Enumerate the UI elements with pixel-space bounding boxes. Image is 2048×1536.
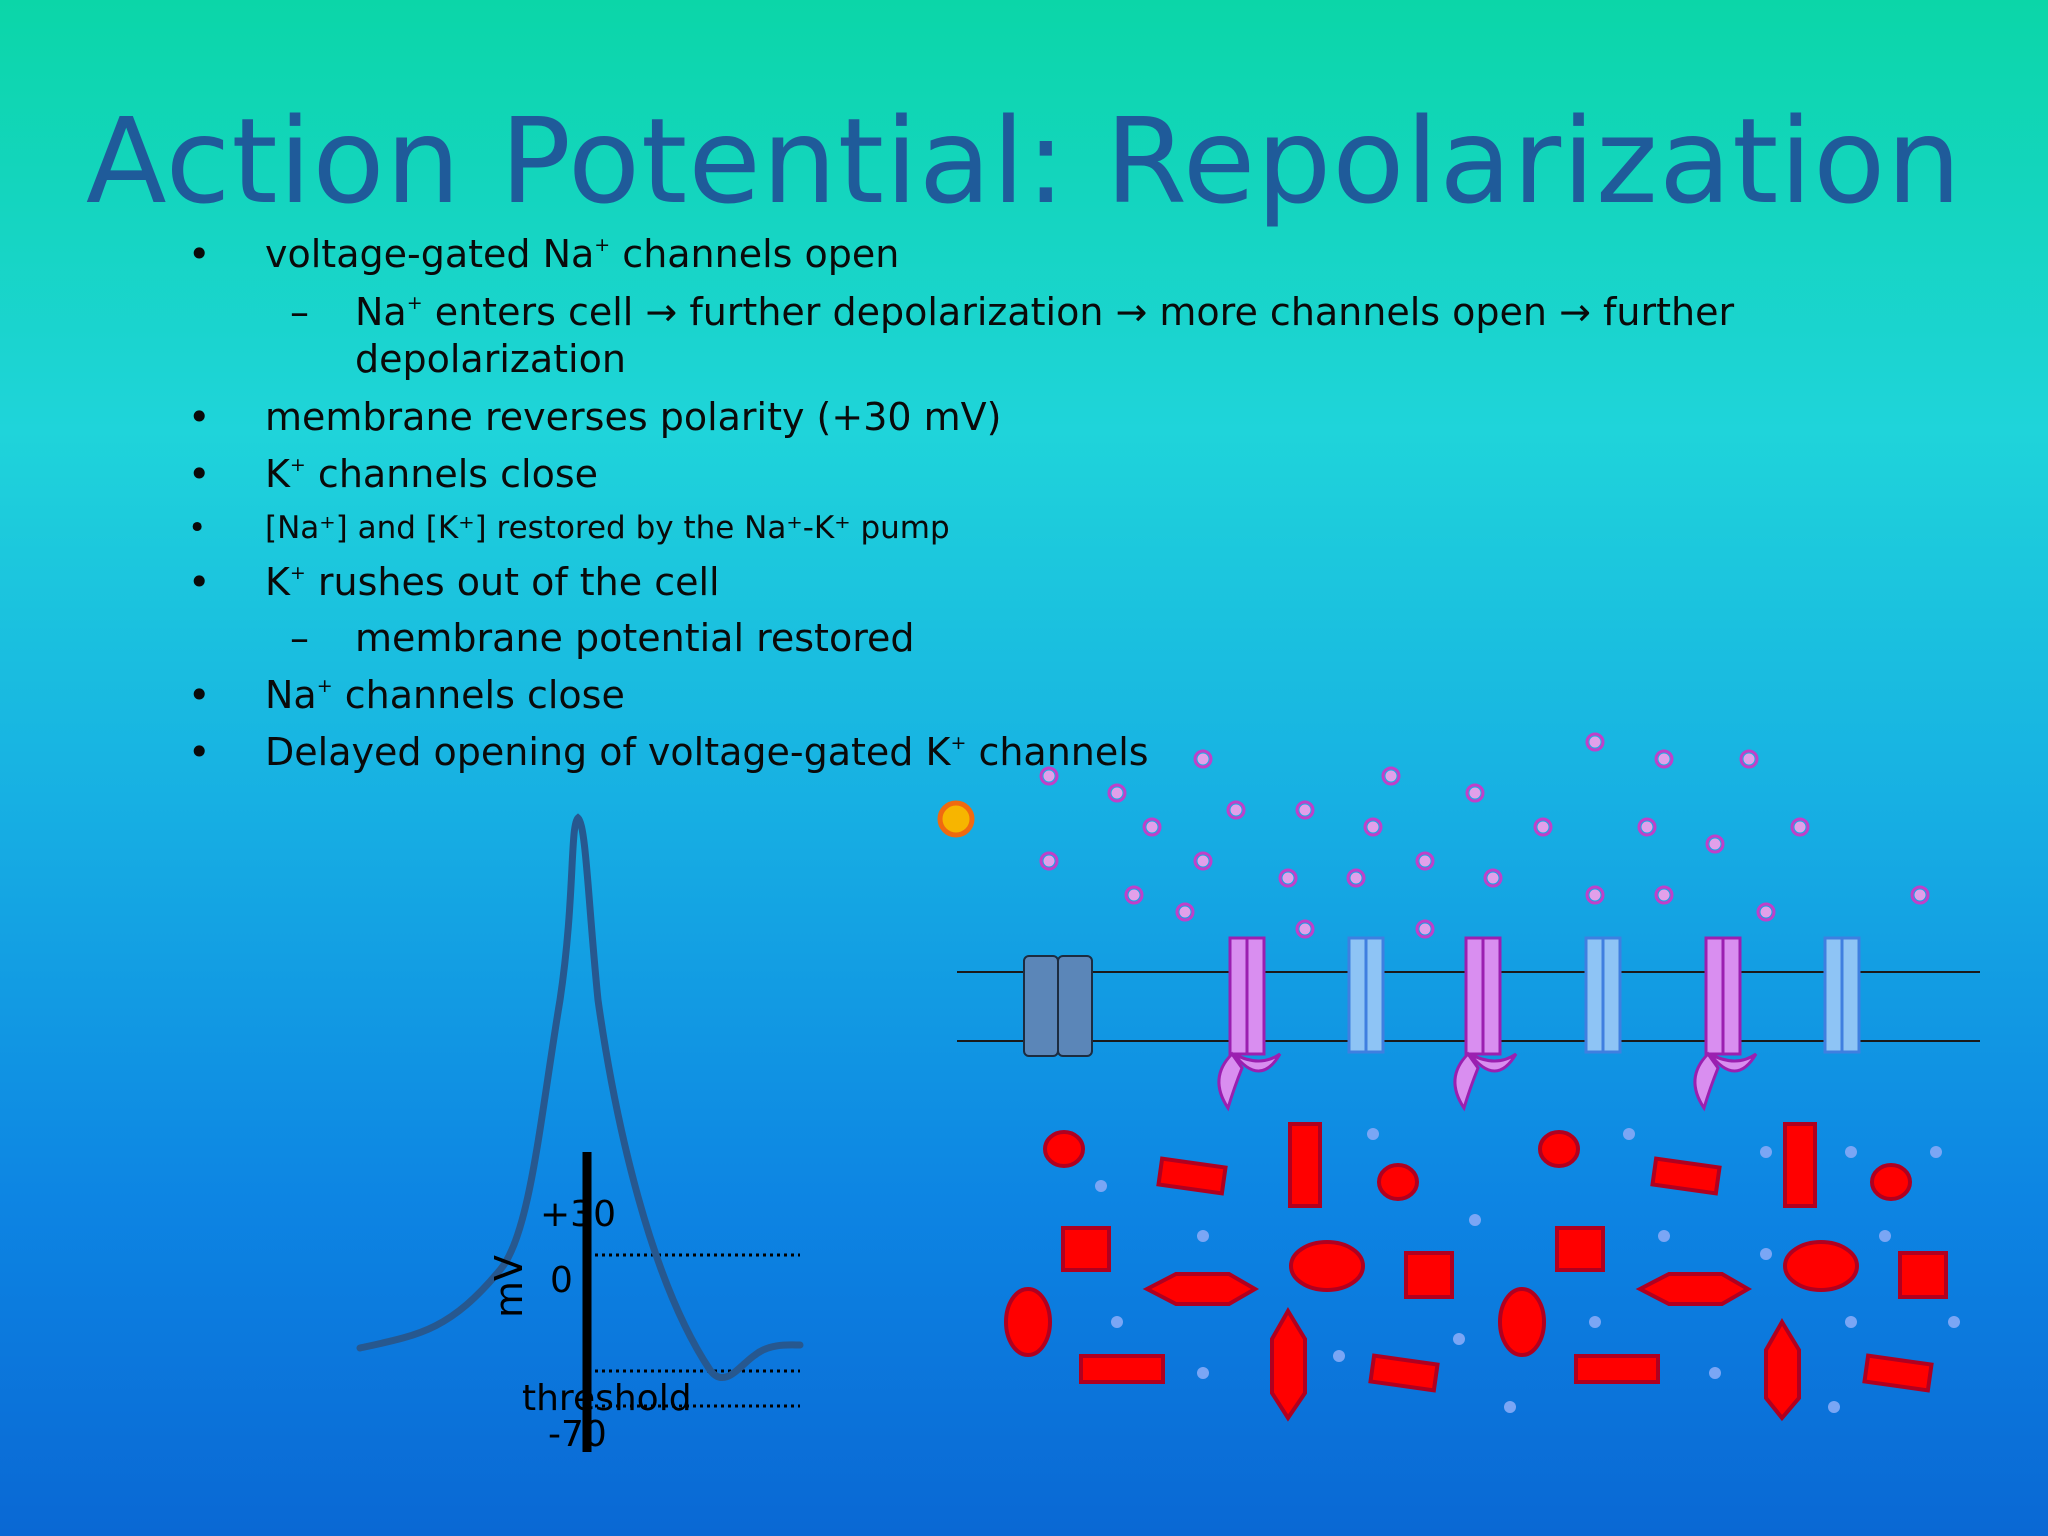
k-ions-intracellular xyxy=(1004,1122,1948,1422)
na-channel xyxy=(1693,936,1758,1112)
bullet-marker: • xyxy=(188,510,207,546)
graph-axis xyxy=(582,1152,800,1452)
na-channel xyxy=(1217,936,1282,1112)
na-k-pump xyxy=(1023,955,1093,1057)
bullet-marker: • xyxy=(188,673,211,717)
bullet-item: voltage-gated Na+ channels open xyxy=(265,232,900,276)
na-channel xyxy=(1453,936,1518,1112)
bullet-marker: • xyxy=(188,730,211,774)
sub-bullet-item: Na+ enters cell → further depolarization… xyxy=(355,290,1735,334)
tick-label-zero: 0 xyxy=(550,1260,573,1301)
bullet-marker: • xyxy=(188,452,211,496)
sub-bullet-item-continued: depolarization xyxy=(355,337,626,381)
bullet-list: • voltage-gated Na+ channels open – Na+ … xyxy=(188,232,1735,774)
bullet-item: [Na⁺] and [K⁺] restored by the Na⁺-K⁺ pu… xyxy=(265,510,950,546)
unit-label: mV xyxy=(487,1255,531,1318)
tick-label-threshold: threshold xyxy=(522,1378,692,1419)
bullet-item: Delayed opening of voltage-gated K+ chan… xyxy=(265,730,1149,774)
bullet-item: K+ rushes out of the cell xyxy=(265,560,720,604)
sub-bullet-marker: – xyxy=(290,616,309,660)
tick-label-plus30: +30 xyxy=(540,1194,616,1235)
bullet-marker: • xyxy=(188,560,211,604)
highlight-marker xyxy=(937,800,975,838)
bullet-marker: • xyxy=(188,395,211,439)
k-channel xyxy=(1823,936,1861,1054)
bullet-item: K+ channels close xyxy=(265,452,599,496)
action-potential-curve xyxy=(356,813,804,1381)
slide-title: Action Potential: Repolarization xyxy=(85,92,1963,230)
bullet-item: membrane reverses polarity (+30 mV) xyxy=(265,395,1002,439)
sub-bullet-item: membrane potential restored xyxy=(355,616,915,660)
k-channel xyxy=(1347,936,1385,1054)
na-ions-extracellular xyxy=(1039,732,1930,939)
sub-bullet-marker: – xyxy=(290,290,309,334)
bullet-item: Na+ channels close xyxy=(265,673,625,717)
k-channel xyxy=(1584,936,1622,1054)
tick-label-minus70: -70 xyxy=(548,1414,607,1455)
bullet-marker: • xyxy=(188,232,211,276)
